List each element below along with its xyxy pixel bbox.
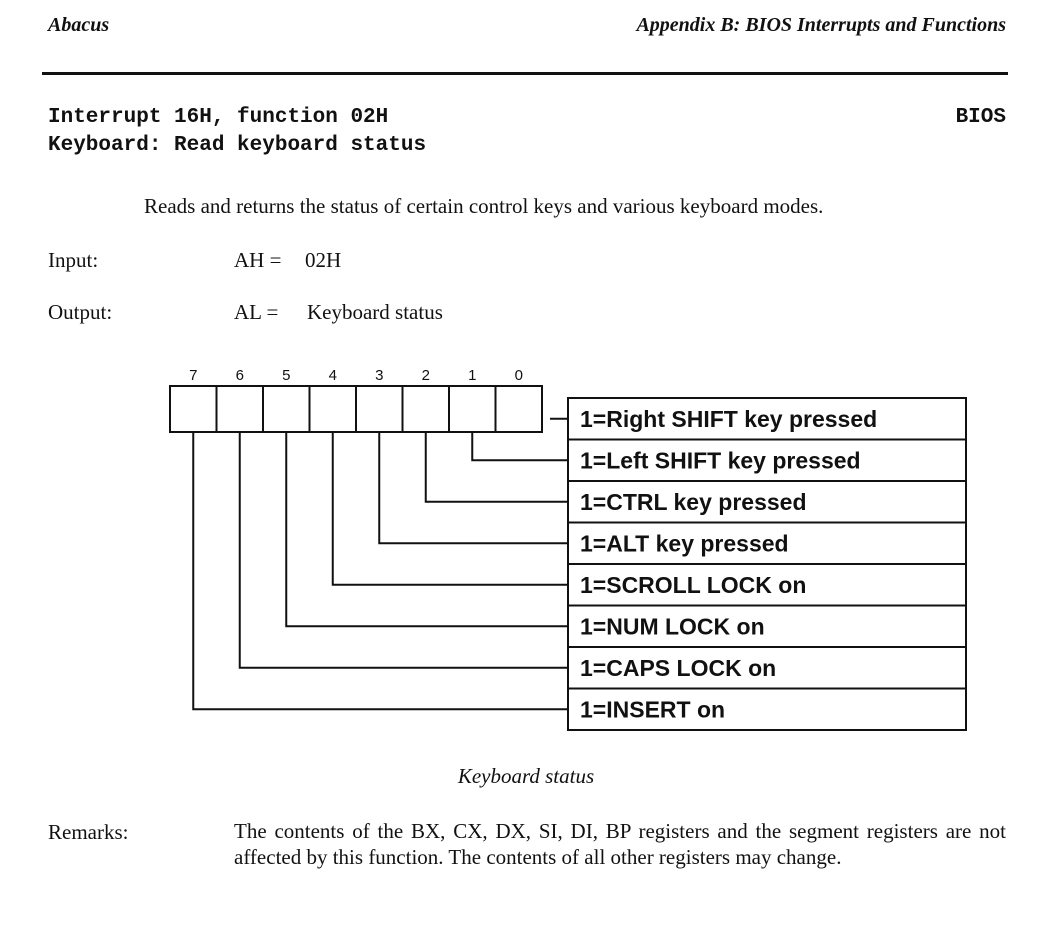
connector-bit-7 xyxy=(192,432,568,711)
bit-label-5: 1=NUM LOCK on xyxy=(580,613,765,639)
bit-cell-7 xyxy=(169,385,218,433)
input-register: AH = xyxy=(234,248,282,272)
bit-cell-6 xyxy=(215,385,264,433)
bit-number-2: 2 xyxy=(422,367,430,384)
bit-number-1: 1 xyxy=(468,367,476,384)
header-section-title: Appendix B: BIOS Interrupts and Function… xyxy=(636,14,1006,36)
bit-label-3: 1=ALT key pressed xyxy=(580,530,789,556)
bit-number-4: 4 xyxy=(329,367,337,384)
bit-number-7: 7 xyxy=(189,367,197,384)
function-category: BIOS xyxy=(955,106,1006,129)
bit-cell-4 xyxy=(308,385,357,433)
bit-number-0: 0 xyxy=(515,367,523,384)
function-subtitle: Keyboard: Read keyboard status xyxy=(48,134,427,157)
bit-label-4: 1=SCROLL LOCK on xyxy=(580,572,806,598)
bit-cell-2 xyxy=(401,385,450,433)
header-book-title: Abacus xyxy=(48,14,110,36)
connector-bit-3 xyxy=(378,432,568,545)
bit-label-6: 1=CAPS LOCK on xyxy=(580,655,776,681)
bit-cell-1 xyxy=(448,385,497,433)
connector-bit-1 xyxy=(471,432,568,462)
bit-number-5: 5 xyxy=(282,367,290,384)
bit-cell-3 xyxy=(355,385,404,433)
bit-number-6: 6 xyxy=(236,367,244,384)
bit-number-3: 3 xyxy=(375,367,383,384)
connector-bit-6 xyxy=(238,432,568,669)
bit-label-box-7 xyxy=(567,687,967,731)
output-register: AL = xyxy=(234,300,279,324)
bit-label-box-2 xyxy=(567,480,967,524)
bit-label-box-6 xyxy=(567,646,967,690)
connector-bit-5 xyxy=(285,432,568,628)
remarks-text: The contents of the BX, CX, DX, SI, DI, … xyxy=(234,819,1006,869)
input-label: Input: xyxy=(48,248,99,272)
function-title: Interrupt 16H, function 02H xyxy=(48,106,389,129)
output-value: Keyboard status xyxy=(307,300,443,324)
bit-cell-5 xyxy=(262,385,311,433)
bit-label-box-1 xyxy=(567,438,967,482)
header-rule xyxy=(42,72,1008,75)
bit-label-1: 1=Left SHIFT key pressed xyxy=(580,447,861,473)
diagram-caption: Keyboard status xyxy=(457,764,595,788)
connector-bit-4 xyxy=(331,432,568,586)
output-label: Output: xyxy=(48,300,113,324)
input-value: 02H xyxy=(305,248,342,272)
bit-label-0: 1=Right SHIFT key pressed xyxy=(580,406,877,432)
bit-label-box-0 xyxy=(567,397,967,441)
bit-label-box-5 xyxy=(567,604,967,648)
bit-label-7: 1=INSERT on xyxy=(580,696,725,722)
bit-cell-0 xyxy=(494,385,543,433)
connector-bit-2 xyxy=(424,432,568,503)
remarks-label: Remarks: xyxy=(48,820,129,844)
function-description: Reads and returns the status of certain … xyxy=(144,194,824,218)
bit-label-2: 1=CTRL key pressed xyxy=(580,489,807,515)
